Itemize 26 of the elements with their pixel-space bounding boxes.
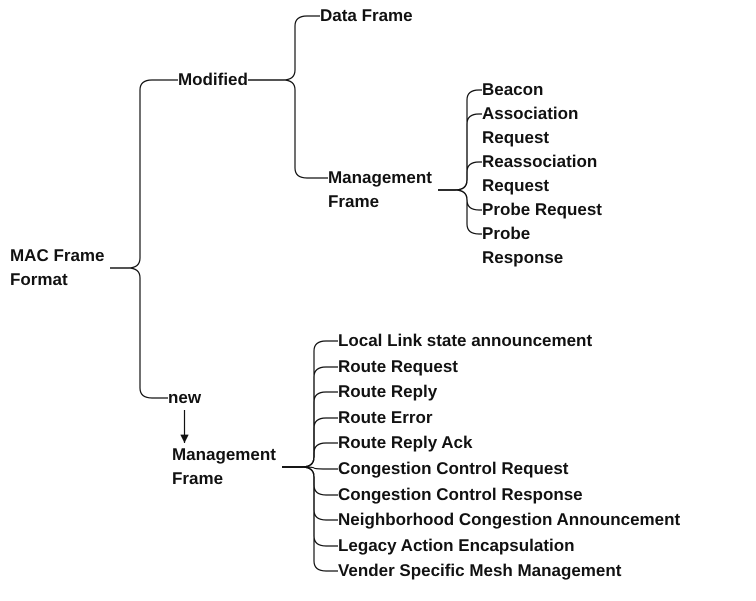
node-label: Probe Response xyxy=(482,222,572,270)
node-label: Route Reply xyxy=(338,380,438,404)
brace-line xyxy=(282,466,338,572)
arrow xyxy=(180,410,189,443)
node-label: Probe Request xyxy=(482,198,607,222)
node-label: Local Link state announcement xyxy=(338,329,592,353)
node-label: Vender Specific Mesh Management xyxy=(338,559,622,584)
node-label: Neighborhood Congestion Announcement xyxy=(338,508,680,532)
node-label: MAC Frame Format xyxy=(10,244,110,292)
brace-line xyxy=(438,189,482,235)
node-label: Legacy Action Encapsulation xyxy=(338,534,574,558)
node-label: Route Request xyxy=(338,354,458,379)
node-label: Management Frame xyxy=(328,166,438,214)
node-label: Reassociation Request xyxy=(482,150,607,198)
node-label: Congestion Control Request xyxy=(338,457,568,481)
node-label: Route Error xyxy=(338,406,432,430)
node-label: Association Request xyxy=(482,102,607,150)
brace-line xyxy=(248,79,328,179)
node-label: Management Frame xyxy=(172,443,282,491)
node-label: new xyxy=(168,386,202,410)
node-label: Data Frame xyxy=(320,4,413,28)
node-label: Modified xyxy=(178,68,248,92)
brace-line xyxy=(110,267,168,399)
node-label: Congestion Control Response xyxy=(338,482,583,507)
node-label: Beacon xyxy=(482,78,607,102)
node-label: Route Reply Ack xyxy=(338,431,472,456)
